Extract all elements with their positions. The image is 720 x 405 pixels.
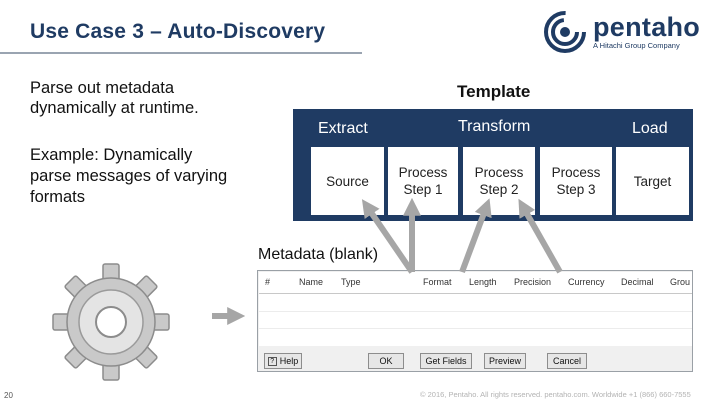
- title-underline: [0, 52, 362, 54]
- column-header: Type: [341, 277, 361, 287]
- gear-icon: [52, 263, 170, 381]
- metadata-label: Metadata (blank): [258, 246, 379, 263]
- stage-load-label: Load: [632, 120, 668, 137]
- fields-grid-body[interactable]: [259, 294, 692, 346]
- stage-extract-label: Extract: [318, 120, 368, 137]
- help-button[interactable]: ? Help: [264, 353, 302, 369]
- grid-row-line: [259, 311, 692, 312]
- metadata-arrow-step2: [459, 198, 492, 274]
- metadata-fields-dialog: # Name Type Format Length Precision Curr…: [257, 270, 693, 372]
- get-fields-button[interactable]: Get Fields: [420, 353, 472, 369]
- fields-grid-header: # Name Type Format Length Precision Curr…: [259, 272, 692, 294]
- step-process-1: Process Step 1: [388, 147, 458, 215]
- column-header: Length: [469, 277, 497, 287]
- intro-text: Parse out metadata dynamically at runtim…: [30, 79, 199, 117]
- step-process-3: Process Step 3: [540, 147, 612, 215]
- step-target: Target: [616, 147, 689, 215]
- cancel-button[interactable]: Cancel: [547, 353, 587, 369]
- copyright-footer: © 2016, Pentaho. All rights reserved. pe…: [420, 390, 691, 399]
- template-label: Template: [457, 82, 531, 101]
- metadata-arrow-source: [361, 199, 415, 274]
- column-header: Precision: [514, 277, 552, 287]
- pentaho-logo: pentaho A Hitachi Group Company: [543, 10, 708, 56]
- logo-wordmark: pentaho: [593, 12, 701, 42]
- help-button-label: Help: [279, 356, 299, 366]
- example-text: Example: Dynamically parse messages of v…: [30, 146, 228, 206]
- grid-row-line: [259, 328, 692, 329]
- preview-button[interactable]: Preview: [484, 353, 526, 369]
- column-header: Format: [423, 277, 452, 287]
- logo-tagline: A Hitachi Group Company: [593, 41, 680, 50]
- etl-pipeline-panel: Extract Transform Load Source Process St…: [293, 109, 693, 221]
- help-icon: ?: [267, 356, 277, 366]
- column-header: Grou: [670, 277, 691, 287]
- pentaho-swirl-icon: [544, 11, 586, 53]
- column-header: #: [265, 277, 271, 287]
- column-header: Decimal: [621, 277, 654, 287]
- column-header: Name: [299, 277, 324, 287]
- page-number: 20: [4, 391, 13, 400]
- slide-title: Use Case 3 – Auto-Discovery: [30, 20, 326, 43]
- column-header: Currency: [568, 277, 605, 287]
- stage-transform-label: Transform: [458, 118, 531, 135]
- ok-button[interactable]: OK: [368, 353, 404, 369]
- metadata-arrow-step3: [518, 198, 563, 274]
